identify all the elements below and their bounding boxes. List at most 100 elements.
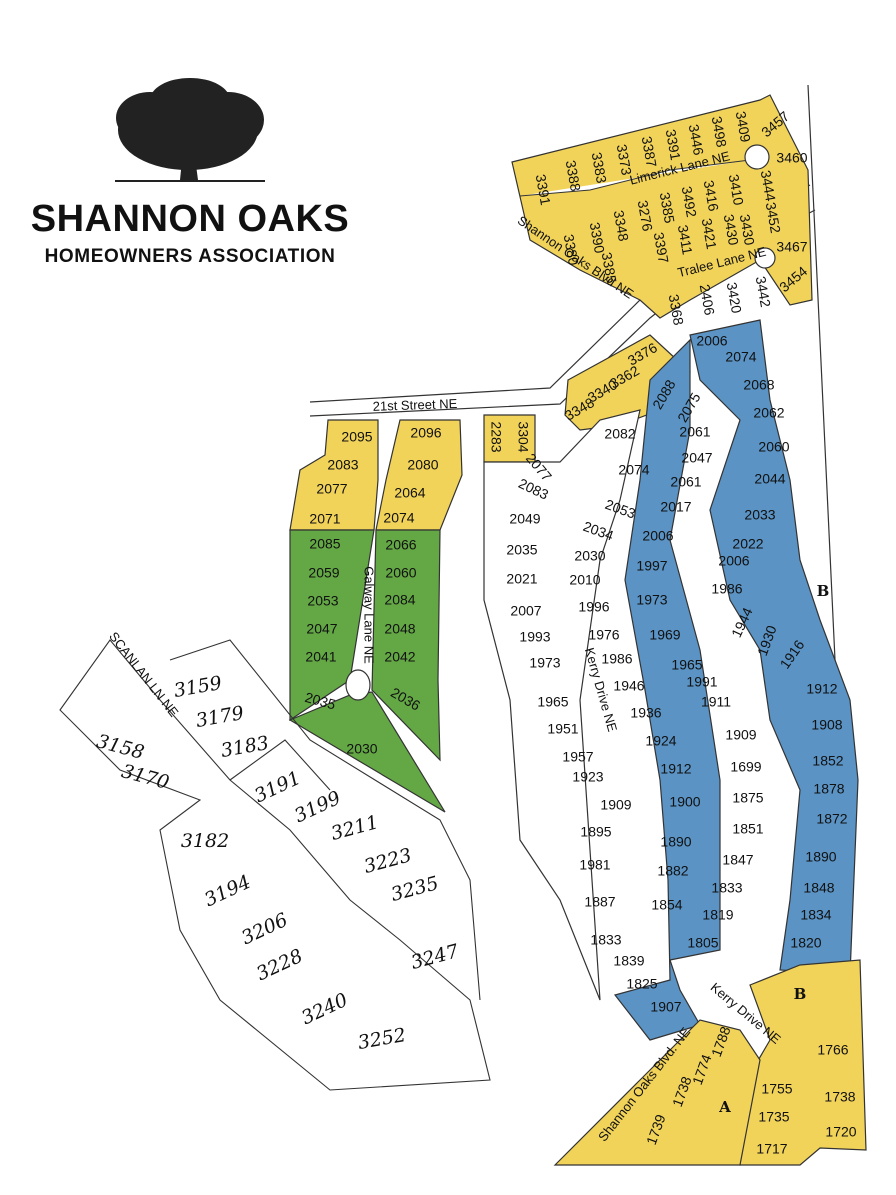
lot-number: 1969 (649, 627, 680, 643)
lot-number: 1882 (657, 863, 688, 879)
lot-number: 2068 (743, 377, 774, 393)
lot-number: 1923 (572, 769, 603, 785)
lot-number: 1936 (630, 705, 661, 721)
org-name: SHANNON OAKS (30, 198, 350, 240)
lot-number: 2044 (754, 471, 785, 487)
lot-number: 3223 (362, 844, 414, 878)
lot-number: 3247 (409, 940, 462, 974)
lot-number: 3416 (701, 179, 722, 213)
lot-number: 1909 (600, 797, 631, 813)
lot-number: 2017 (660, 499, 691, 515)
lot-number: 2059 (308, 565, 339, 581)
lot-number: 1834 (800, 907, 831, 923)
lot-number: 3390 (587, 221, 608, 255)
lot-number: 3383 (589, 151, 610, 185)
lot-number: 3397 (651, 231, 672, 265)
lot-number: 1852 (812, 753, 843, 769)
lot-number: 1766 (817, 1042, 848, 1058)
lot-number: 2083 (327, 457, 358, 473)
center-block (483, 409, 641, 1001)
lot-number: 3411 (675, 224, 696, 257)
lot-number: 2041 (305, 649, 336, 665)
lot-number: 3368 (666, 293, 687, 327)
lot-number: 1946 (613, 678, 644, 694)
lot-number: 1738 (824, 1089, 855, 1105)
north-block (511, 94, 813, 319)
lot-number: 1895 (580, 824, 611, 840)
lot-number: 3430 (737, 213, 758, 247)
lot-number: 1911 (701, 694, 731, 710)
lot-number: 2096 (410, 425, 441, 441)
lot-number: 3460 (776, 150, 807, 166)
lot-number: 3387 (639, 135, 660, 169)
lot-number: 2283 (488, 421, 504, 452)
lot-number: 3442 (753, 275, 774, 309)
lot-number: 2033 (744, 507, 775, 523)
lot-number: 2035 (506, 542, 537, 558)
lot-number: 1854 (651, 897, 682, 913)
lot-number: 1825 (626, 976, 657, 992)
lot-number: 2095 (341, 429, 372, 445)
lot-number: 1720 (825, 1124, 856, 1140)
street-scanlan: SCANLAN LN NE (106, 629, 182, 720)
lot-number: 2030 (574, 548, 605, 564)
lot-number: 2007 (510, 603, 541, 619)
lot-number: 1878 (813, 781, 844, 797)
lot-number: 1951 (547, 721, 578, 737)
galway-block (288, 419, 463, 813)
lot-number: 1847 (722, 852, 753, 868)
lot-number: 1833 (590, 932, 621, 948)
lot-number: 2048 (384, 621, 415, 637)
oak-tree-icon (115, 78, 265, 182)
lot-number: 3380 (561, 233, 582, 267)
lot-number: 2053 (307, 593, 338, 609)
lot-number: 3170 (119, 760, 171, 794)
lot-number: 3385 (657, 191, 678, 225)
lot-number: 1900 (669, 794, 700, 810)
lot-number: 1912 (660, 761, 691, 777)
lot-number: 3228 (253, 945, 306, 985)
lot-number: 3276 (635, 199, 656, 233)
lot-number: 1924 (645, 733, 676, 749)
lot-number: 3391 (533, 173, 554, 207)
lot-number: 2074 (618, 462, 649, 478)
lot-number: 1986 (711, 581, 742, 597)
lot-number: 1872 (816, 811, 847, 827)
scanlan-block (59, 639, 491, 1091)
lot-number: 1912 (806, 681, 837, 697)
lot-number: 1833 (711, 880, 742, 896)
lot-number: 1805 (687, 935, 718, 951)
lot-number: 1890 (660, 834, 691, 850)
lot-number: 1981 (579, 857, 610, 873)
lot-number: 3498 (709, 115, 730, 149)
lot-number: 2064 (394, 485, 425, 501)
lot-number: 3252 (356, 1024, 407, 1054)
lot-number: 3409 (733, 110, 754, 144)
lot-number: 1819 (702, 907, 733, 923)
lot-number: 1699 (730, 759, 761, 775)
lot-number: 1996 (578, 599, 609, 615)
lot-number: 1991 (686, 674, 717, 690)
lot-number: 2006 (642, 528, 673, 544)
lot-number: 3159 (172, 672, 223, 702)
lot-number: 1887 (584, 894, 615, 910)
lot-number: 1755 (761, 1081, 792, 1097)
lot-number: 3446 (686, 123, 707, 157)
lot-number: 1851 (732, 821, 763, 837)
lot-number: 3235 (389, 872, 441, 906)
lot-number: 2074 (725, 349, 756, 365)
lot-number: 2021 (506, 571, 537, 587)
lot-number: 2061 (670, 474, 701, 490)
lot-number: 3410 (726, 173, 747, 207)
section-label-b-south: B (794, 985, 807, 1003)
lot-number: 1993 (519, 629, 550, 645)
lot-number: 1965 (537, 694, 568, 710)
lot-number: 2006 (696, 333, 727, 349)
lot-number: 1839 (613, 953, 644, 969)
lot-number: 2071 (309, 511, 340, 527)
lot-number: 1976 (588, 627, 619, 643)
lot-number: 3452 (763, 201, 784, 235)
lot-number: 3183 (219, 732, 270, 762)
lot-number: 3388 (563, 159, 584, 193)
lot-number: 2006 (718, 553, 749, 569)
